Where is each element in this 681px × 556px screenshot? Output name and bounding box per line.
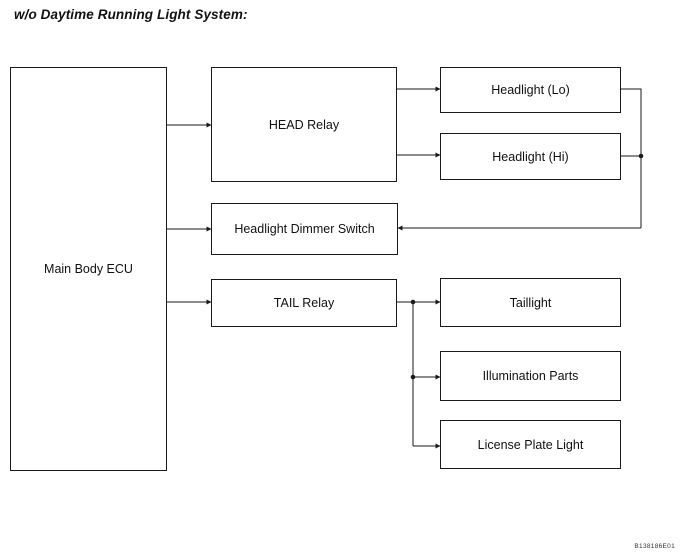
taillight-block: Taillight (440, 278, 621, 327)
taillight-label: Taillight (509, 295, 552, 310)
main-body-ecu-block: Main Body ECU (10, 67, 167, 471)
junction-dot (410, 299, 416, 305)
headlight-hi-block: Headlight (Hi) (440, 133, 621, 180)
diagram-title: w/o Daytime Running Light System: (14, 7, 248, 22)
figure-code: B138186E01 (634, 543, 675, 550)
illumination-parts-label: Illumination Parts (482, 369, 579, 383)
headlight-dimmer-switch-label: Headlight Dimmer Switch (234, 222, 375, 236)
illumination-parts-block: Illumination Parts (440, 351, 621, 401)
license-plate-light-label: License Plate Light (477, 437, 584, 452)
tail-relay-label: TAIL Relay (273, 296, 335, 310)
junction-dot (638, 153, 644, 159)
main-body-ecu-label: Main Body ECU (44, 262, 133, 276)
headlight-lo-label: Headlight (Lo) (491, 83, 570, 97)
wire-headlight-lo-return (621, 88, 642, 228)
headlight-dimmer-switch-block: Headlight Dimmer Switch (211, 203, 398, 255)
head-relay-label: HEAD Relay (268, 117, 340, 132)
tail-relay-block: TAIL Relay (211, 279, 397, 327)
headlight-lo-block: Headlight (Lo) (440, 67, 621, 113)
headlight-hi-label: Headlight (Hi) (492, 149, 569, 164)
license-plate-light-block: License Plate Light (440, 420, 621, 469)
junction-dot (410, 374, 416, 380)
head-relay-block: HEAD Relay (211, 67, 397, 182)
